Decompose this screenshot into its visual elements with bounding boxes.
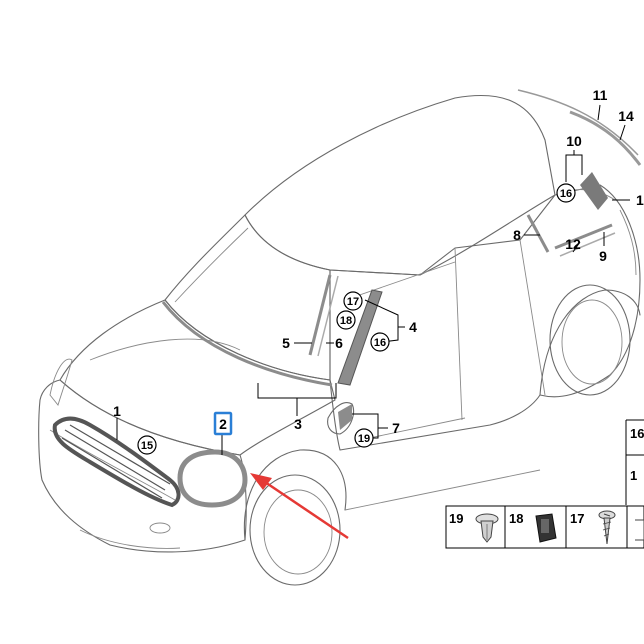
label-part-9[interactable]: 9: [599, 248, 607, 264]
label-part-11[interactable]: 11: [593, 87, 608, 103]
label-part-5[interactable]: 5: [282, 335, 290, 351]
grommet-icon: [535, 513, 557, 543]
label-part-8[interactable]: 8: [513, 227, 521, 243]
circled-label-17[interactable]: 17: [347, 296, 359, 308]
label-part-2[interactable]: 2: [219, 416, 227, 432]
circled-label-19[interactable]: 19: [358, 433, 370, 445]
circled-label-16-b[interactable]: 16: [560, 188, 572, 200]
label-part-10[interactable]: 10: [566, 133, 582, 149]
legend-label-1-partial[interactable]: 1: [630, 468, 637, 483]
label-part-13-partial[interactable]: 1: [636, 192, 644, 208]
label-part-1[interactable]: 1: [113, 403, 121, 419]
screw-icon: [598, 510, 616, 545]
fastener-legend-table: 19 18 17: [445, 505, 644, 549]
part-roof-rail-14: [569, 110, 642, 166]
partial-legend-table-right: 16 1: [625, 419, 644, 505]
part-strip-5-6: [308, 274, 339, 357]
label-part-12[interactable]: 12: [565, 236, 581, 252]
legend-label-17[interactable]: 17: [570, 511, 584, 526]
label-part-3[interactable]: 3: [294, 416, 302, 432]
car-body-outline: [38, 94, 641, 586]
label-part-6[interactable]: 6: [335, 335, 343, 351]
push-clip-icon: [475, 513, 499, 543]
circled-label-15[interactable]: 15: [141, 440, 153, 452]
part-windshield-seal-3: [161, 301, 333, 387]
legend-label-16-partial[interactable]: 16: [630, 426, 644, 441]
label-part-2-highlighted[interactable]: 2: [213, 411, 233, 436]
circled-label-18[interactable]: 18: [340, 315, 352, 327]
part-rear-trim-8: [526, 214, 550, 253]
red-arrow-indicator: [250, 473, 349, 540]
label-part-7[interactable]: 7: [392, 420, 400, 436]
circled-labels: 15 17 18 16 19 16: [137, 183, 576, 455]
label-part-4[interactable]: 4: [409, 319, 417, 335]
legend-label-19[interactable]: 19: [449, 511, 463, 526]
part-a-pillar-trim-4: [337, 289, 383, 386]
part-c-pillar-10: [580, 172, 608, 210]
part-labels: 1 3 4 5 6 7 8 9 10 11 12 14 1: [113, 87, 644, 436]
label-part-14[interactable]: 14: [618, 108, 634, 124]
part-roof-rail-11: [517, 89, 639, 156]
part-grille-1: [52, 416, 181, 508]
part-headlight-ring-2: [177, 449, 248, 508]
partial-fastener-icon: [635, 519, 644, 541]
legend-label-18[interactable]: 18: [509, 511, 523, 526]
leader-lines: [116, 104, 630, 455]
part-rear-strips-9-12: [554, 223, 616, 257]
circled-label-16-a[interactable]: 16: [374, 337, 386, 349]
part-mirror-trim-7: [338, 404, 352, 430]
